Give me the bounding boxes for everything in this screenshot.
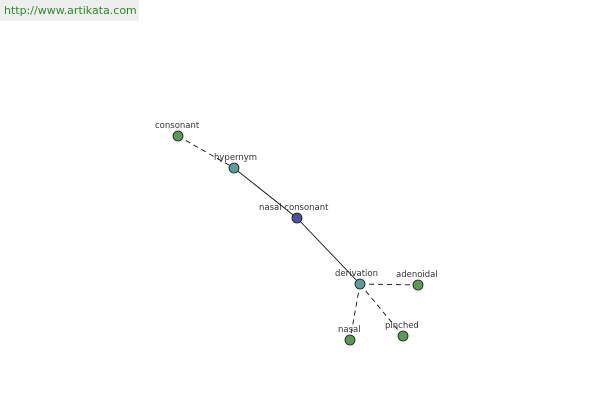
node-derivation-label: derivation <box>335 269 378 279</box>
edge-derivation-nasal <box>349 283 361 341</box>
node-nasal[interactable]: nasal <box>338 325 361 346</box>
node-hypernym-dot <box>228 162 240 174</box>
node-adenoidal-label: adenoidal <box>396 270 438 280</box>
node-nasal-consonant[interactable]: nasal consonant <box>259 203 329 224</box>
edge-consonant-hypernym <box>177 135 235 169</box>
node-consonant-dot <box>172 130 184 142</box>
edge-center-derivation <box>296 217 361 285</box>
node-consonant-label: consonant <box>155 121 200 131</box>
watermark-link[interactable]: http://www.artikata.com <box>4 4 137 17</box>
node-nasal-consonant-dot <box>291 212 303 224</box>
node-derivation[interactable]: derivation <box>335 269 378 290</box>
node-consonant[interactable]: consonant <box>155 121 200 142</box>
node-derivation-dot <box>354 278 366 290</box>
node-pinched-dot <box>397 330 409 342</box>
edge-hypernym-center <box>233 167 298 219</box>
node-pinched-label: pinched <box>385 321 419 331</box>
node-pinched[interactable]: pinched <box>385 321 419 342</box>
node-adenoidal-dot <box>412 279 424 291</box>
node-nasal-dot <box>344 334 356 346</box>
edge-derivation-adenoidal <box>359 283 419 286</box>
edge-derivation-pinched <box>359 283 404 337</box>
node-adenoidal[interactable]: adenoidal <box>396 270 438 291</box>
node-nasal-consonant-label: nasal consonant <box>259 203 329 213</box>
node-hypernym[interactable]: hypernym <box>214 153 257 174</box>
watermark-banner: http://www.artikata.com <box>0 0 139 21</box>
node-hypernym-label: hypernym <box>214 153 257 163</box>
node-nasal-label: nasal <box>338 325 361 335</box>
